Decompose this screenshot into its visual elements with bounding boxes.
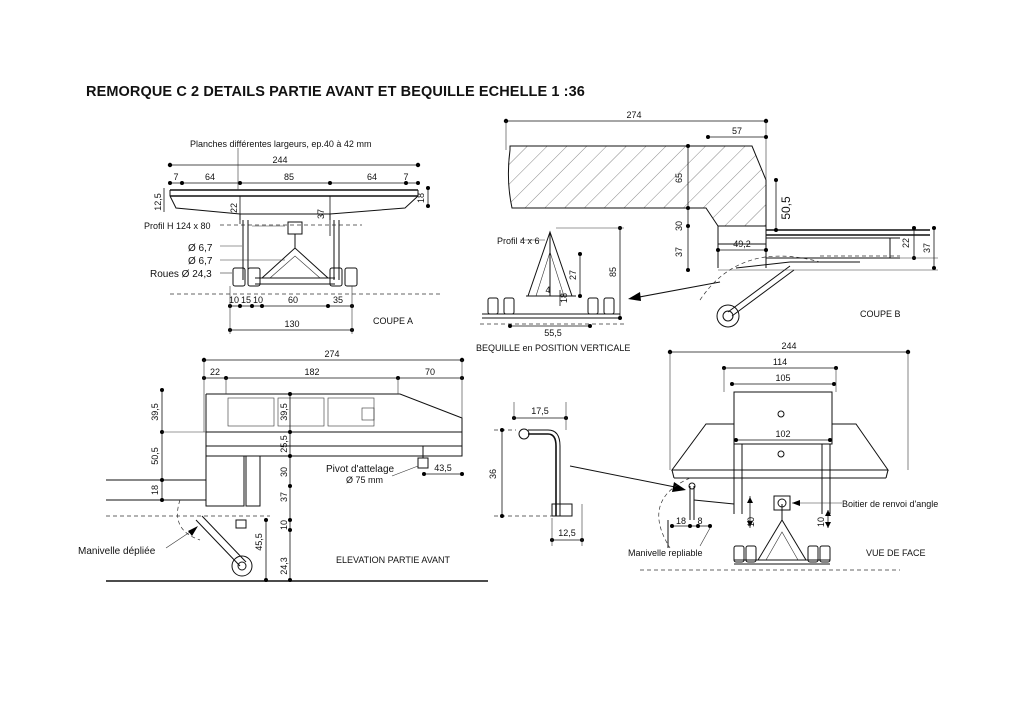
bequille-dim-4: 4 — [545, 285, 550, 295]
elevation-dim-22: 22 — [210, 367, 220, 377]
coupe-a-dim-10a: 10 — [229, 295, 239, 305]
coupe-b-view: 274 57 65 50,5 30 37 49,2 22 37 COUPE B — [503, 110, 938, 328]
elevation-manivelle-label: Manivelle dépliée — [78, 546, 156, 557]
vue-de-face-view: 244 114 105 102 18 8 10 10 Boitier de re… — [628, 341, 938, 571]
elevation-pivot-label: Pivot d'attelage — [326, 464, 395, 475]
coupe-b-dim-30: 30 — [674, 221, 684, 231]
bequille-caption: BEQUILLE en POSITION VERTICALE — [476, 343, 630, 353]
face-boitier-label: Boitier de renvoi d'angle — [842, 499, 938, 509]
elevation-dim-25-5: 25,5 — [279, 435, 289, 453]
elevation-dim-37: 37 — [279, 492, 289, 502]
coupe-a-dim-22: 22 — [229, 203, 239, 213]
face-dim-8: 8 — [697, 516, 702, 526]
bequille-dim-27: 27 — [568, 270, 578, 280]
coupe-a-view: Planches différentes largeurs, ep.40 à 4… — [144, 139, 440, 334]
elevation-dim-70: 70 — [425, 367, 435, 377]
coupe-a-dim-18: 18 — [416, 193, 426, 203]
face-dim-10b: 10 — [816, 517, 826, 527]
coupe-a-dim-85: 85 — [284, 172, 294, 182]
coupe-a-dim-7a: 7 — [173, 172, 178, 182]
face-dim-18: 18 — [676, 516, 686, 526]
coupe-a-diam-2: Ø 6,7 — [188, 256, 213, 267]
coupe-a-dim-35: 35 — [333, 295, 343, 305]
coupe-b-dim-37b: 37 — [922, 243, 932, 253]
elevation-dim-39-5a: 39,5 — [150, 403, 160, 421]
coupe-b-dim-57: 57 — [732, 126, 742, 136]
elevation-dim-50-5: 50,5 — [150, 447, 160, 465]
face-dim-114: 114 — [773, 357, 787, 367]
bequille-profil-label: Profil 4 x 6 — [497, 236, 540, 246]
coupe-b-dim-22: 22 — [901, 238, 911, 248]
elevation-caption: ELEVATION PARTIE AVANT — [336, 555, 451, 565]
coupe-b-caption: COUPE B — [860, 309, 901, 319]
elevation-dim-39-5b: 39,5 — [279, 403, 289, 421]
coupe-a-dim-12-5: 12,5 — [153, 193, 163, 211]
elevation-dim-274: 274 — [324, 349, 339, 359]
manivelle-detail-view: 17,5 36 12,5 — [488, 402, 686, 546]
face-dim-105: 105 — [775, 373, 790, 383]
manivelle-dim-17-5: 17,5 — [531, 406, 549, 416]
coupe-a-dim-15: 15 — [241, 295, 251, 305]
face-dim-102: 102 — [775, 429, 790, 439]
bequille-view: Profil 4 x 6 85 27 4 18 55,5 BEQUILLE en… — [476, 226, 630, 353]
face-dim-10a: 10 — [746, 517, 756, 527]
manivelle-dim-12-5: 12,5 — [558, 528, 576, 538]
coupe-a-caption: COUPE A — [373, 316, 413, 326]
coupe-a-roues-label: Roues Ø 24,3 — [150, 269, 212, 280]
elevation-dim-43-5: 43,5 — [434, 463, 452, 473]
elevation-dim-30: 30 — [279, 467, 289, 477]
elevation-dim-182: 182 — [304, 367, 319, 377]
coupe-b-dim-49-2: 49,2 — [733, 239, 751, 249]
drawing-title: REMORQUE C 2 DETAILS PARTIE AVANT ET BEQ… — [86, 84, 585, 100]
face-manivelle-label: Manivelle repliable — [628, 548, 703, 558]
face-caption: VUE DE FACE — [866, 548, 926, 558]
coupe-a-dim-64a: 64 — [205, 172, 215, 182]
coupe-a-dim-64b: 64 — [367, 172, 377, 182]
elevation-dim-10: 10 — [279, 520, 289, 530]
bequille-dim-18: 18 — [559, 293, 569, 303]
elevation-dim-45-5: 45,5 — [254, 533, 264, 551]
coupe-b-dim-37: 37 — [674, 247, 684, 257]
face-dim-244: 244 — [781, 341, 796, 351]
coupe-a-profil-label: Profil H 124 x 80 — [144, 221, 211, 231]
coupe-a-diam-1: Ø 6,7 — [188, 243, 213, 254]
elevation-pivot-diameter: Ø 75 mm — [346, 475, 383, 485]
coupe-b-dim-50-5: 50,5 — [779, 196, 793, 220]
elevation-dim-18: 18 — [150, 485, 160, 495]
coupe-b-dim-65: 65 — [674, 173, 684, 183]
coupe-a-dim-10b: 10 — [253, 295, 263, 305]
elevation-view: 274 22 182 70 39,5 50,5 18 39,5 25,5 30 … — [78, 349, 488, 582]
bequille-dim-85: 85 — [608, 267, 618, 277]
bequille-dim-55-5: 55,5 — [544, 328, 562, 338]
coupe-b-dim-274: 274 — [626, 110, 641, 120]
coupe-a-dim-37: 37 — [316, 209, 326, 219]
coupe-a-dim-60: 60 — [288, 295, 298, 305]
coupe-a-dim-7b: 7 — [403, 172, 408, 182]
coupe-a-dim-244: 244 — [272, 155, 287, 165]
manivelle-dim-36: 36 — [488, 469, 498, 479]
coupe-a-dim-130: 130 — [284, 319, 299, 329]
elevation-dim-24-3: 24,3 — [279, 557, 289, 575]
coupe-a-planches-note: Planches différentes largeurs, ep.40 à 4… — [190, 139, 371, 149]
